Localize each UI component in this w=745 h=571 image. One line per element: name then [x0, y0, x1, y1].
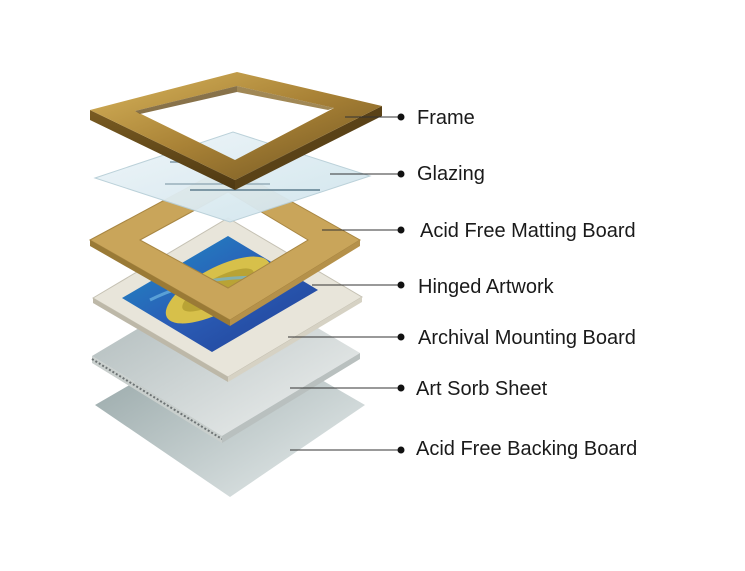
leader-dot-mat — [397, 226, 405, 234]
label-backing: Acid Free Backing Board — [416, 438, 638, 460]
label-frame: Frame — [417, 107, 475, 129]
leader-dot-glass — [397, 170, 405, 178]
label-artwork: Hinged Artwork — [418, 276, 554, 298]
leader-dot-backing — [397, 446, 405, 454]
leader-dot-board — [397, 333, 405, 341]
label-sorb: Art Sorb Sheet — [416, 378, 548, 400]
picture-frame — [90, 72, 382, 190]
label-mat: Acid Free Matting Board — [420, 220, 636, 242]
leader-dot-frame — [397, 113, 405, 121]
leader-lines — [288, 113, 405, 454]
leader-dot-sorb — [397, 384, 405, 392]
label-glass: Glazing — [417, 163, 485, 185]
label-board: Archival Mounting Board — [418, 327, 636, 349]
leader-dot-artwork — [397, 281, 405, 289]
